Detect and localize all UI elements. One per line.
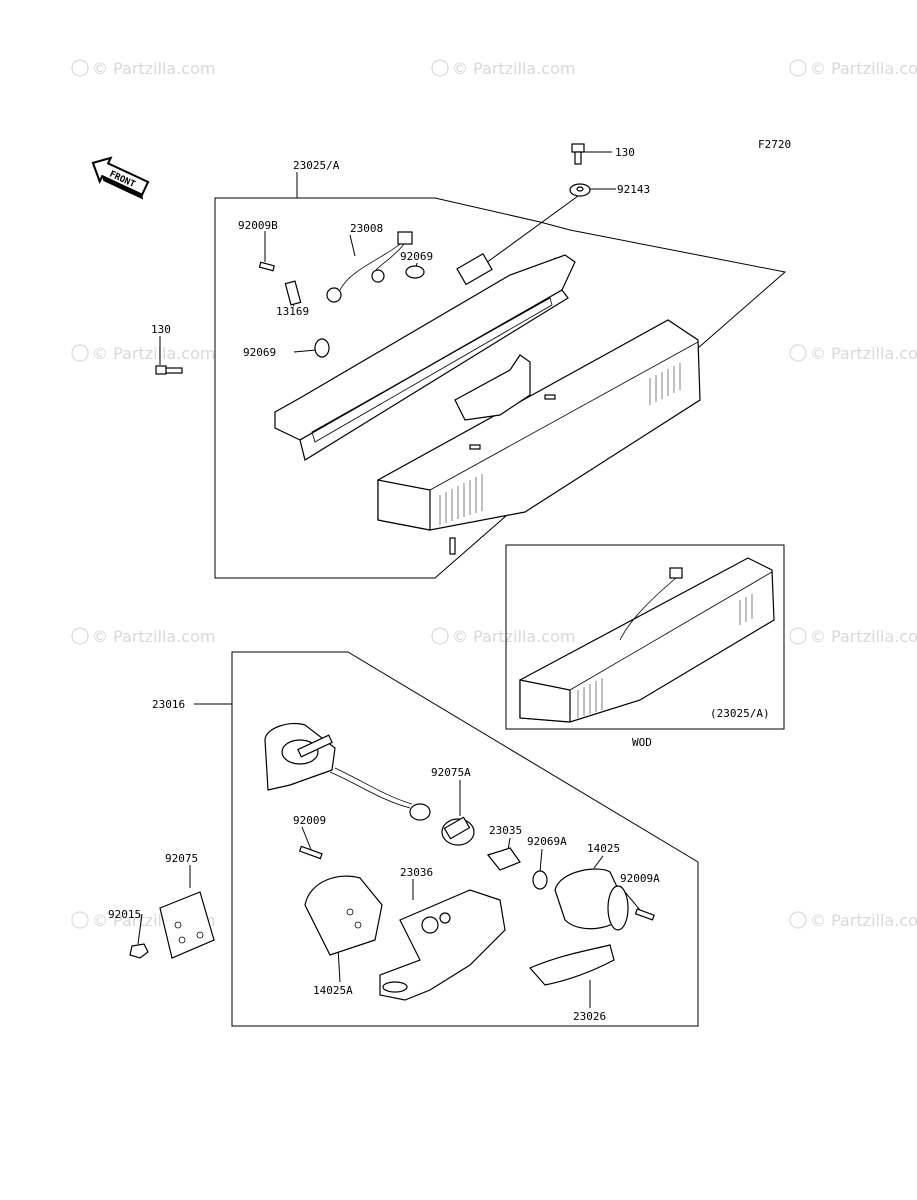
watermark: © Partzilla.com xyxy=(789,627,917,646)
lens-cover-14025a xyxy=(304,875,383,956)
bulb-92069a xyxy=(532,870,548,890)
svg-text:© Partzilla.com: © Partzilla.com xyxy=(92,59,215,78)
front-arrow-icon: FRONT xyxy=(91,156,150,200)
label-14025a: 14025A xyxy=(313,984,353,997)
gasket-plate xyxy=(454,354,531,421)
screw-92009a xyxy=(634,908,655,921)
label-23008: 23008 xyxy=(350,222,383,235)
watermark: © Partzilla.com xyxy=(431,59,575,78)
label-23025a: 23025/A xyxy=(293,159,340,172)
label-variant-wod: WOD xyxy=(632,736,652,749)
label-23035: 23035 xyxy=(489,824,522,837)
label-23016: 23016 xyxy=(152,698,185,711)
lamp-14025 xyxy=(554,868,629,931)
plate-92075 xyxy=(159,891,215,959)
label-92075a: 92075A xyxy=(431,766,471,779)
label-92069-mid: 92069 xyxy=(243,346,276,359)
taillight-housing xyxy=(274,253,576,461)
nut-92015 xyxy=(129,943,149,959)
label-23036: 23036 xyxy=(400,866,433,879)
watermark: © Partzilla.com xyxy=(789,911,917,930)
watermark: © Partzilla.com xyxy=(431,627,575,646)
bolt-130 xyxy=(571,143,585,165)
label-13169: 13169 xyxy=(276,305,309,318)
bulb-92069 xyxy=(314,265,425,358)
watermark: © Partzilla.com xyxy=(71,59,215,78)
svg-text:© Partzilla.com: © Partzilla.com xyxy=(452,59,575,78)
small-screws xyxy=(449,394,556,555)
lower-assembly-frame xyxy=(231,651,699,1027)
label-variant-ref: (23025/A) xyxy=(710,707,770,720)
svg-text:© Partzilla.com: © Partzilla.com xyxy=(92,627,215,646)
washer-92143 xyxy=(569,183,591,197)
cover-23026 xyxy=(529,944,615,986)
svg-text:© Partzilla.com: © Partzilla.com xyxy=(452,627,575,646)
wire-harness-23008 xyxy=(326,231,413,303)
label-92009a: 92009A xyxy=(620,872,660,885)
svg-text:© Partzilla.com: © Partzilla.com xyxy=(810,59,917,78)
label-92075: 92075 xyxy=(165,852,198,865)
watermark: © Partzilla.com xyxy=(71,344,215,363)
bracket-23036 xyxy=(379,889,506,1001)
watermark: © Partzilla.com xyxy=(71,627,215,646)
label-92143: 92143 xyxy=(617,183,650,196)
screw-92009b xyxy=(258,261,276,272)
label-92009b: 92009B xyxy=(238,219,278,232)
watermark: © Partzilla.com xyxy=(789,344,917,363)
diagram-code: F2720 xyxy=(758,138,791,151)
label-130-left: 130 xyxy=(151,323,171,336)
bolt-130-left xyxy=(155,365,183,375)
variant-frame xyxy=(505,544,785,730)
label-23026: 23026 xyxy=(573,1010,606,1023)
screw-92009 xyxy=(298,845,323,860)
clip-13169 xyxy=(284,280,302,306)
label-130-top: 130 xyxy=(615,146,635,159)
label-92069a: 92069A xyxy=(527,835,567,848)
bracket-23035 xyxy=(486,847,521,871)
svg-text:© Partzilla.com: © Partzilla.com xyxy=(810,627,917,646)
socket-wire-92075a xyxy=(329,767,475,846)
label-14025: 14025 xyxy=(587,842,620,855)
label-92015: 92015 xyxy=(108,908,141,921)
taillight-lens xyxy=(377,319,701,531)
label-92009: 92009 xyxy=(293,814,326,827)
svg-text:© Partzilla.com: © Partzilla.com xyxy=(810,911,917,930)
license-lamp-housing xyxy=(264,722,336,791)
watermark: © Partzilla.com xyxy=(789,59,917,78)
label-92069-top: 92069 xyxy=(400,250,433,263)
svg-text:© Partzilla.com: © Partzilla.com xyxy=(810,344,917,363)
svg-text:© Partzilla.com: © Partzilla.com xyxy=(92,344,215,363)
variant-taillight xyxy=(519,557,775,723)
upper-assembly-frame xyxy=(214,197,787,579)
